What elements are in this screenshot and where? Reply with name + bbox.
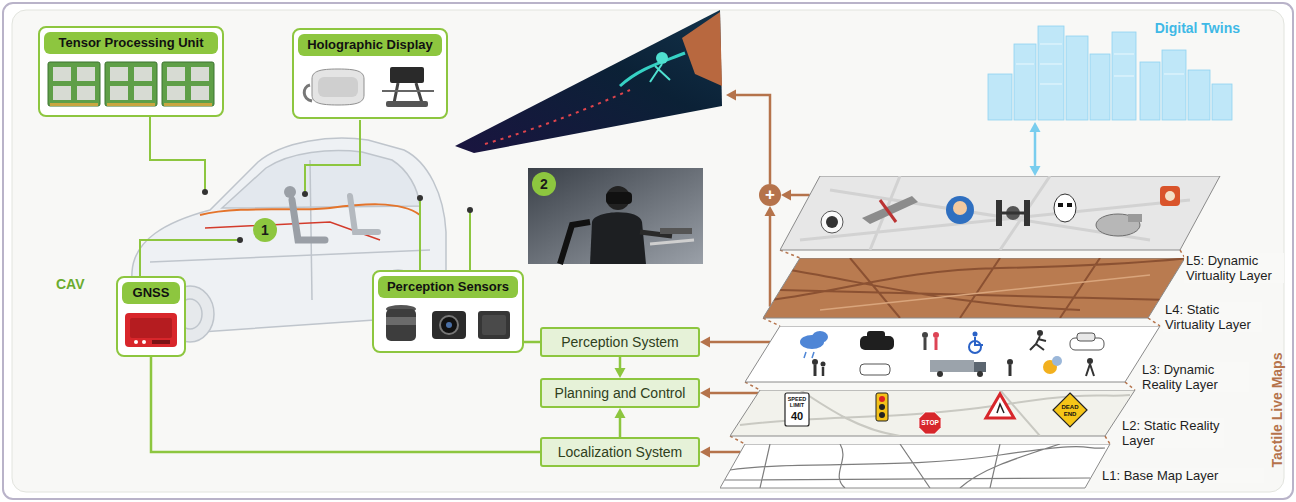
arrow-head xyxy=(700,388,710,399)
box-outline: Perception Sensors xyxy=(372,270,524,353)
process-box: Planning and Control xyxy=(540,378,700,408)
component-picture xyxy=(298,59,442,113)
leader-dots xyxy=(202,189,473,243)
map-layer: L1: Base Map Layer xyxy=(720,444,1266,502)
arrow-head xyxy=(726,90,736,101)
layer-links xyxy=(730,250,1185,444)
arrow-head xyxy=(700,337,710,348)
connector-line xyxy=(706,451,740,454)
arrow-head xyxy=(615,368,626,378)
digital-twin-node: Digital Twins xyxy=(968,14,1248,122)
component-picture xyxy=(378,301,518,347)
connector-line xyxy=(706,341,770,344)
connector-line xyxy=(1034,128,1037,170)
connector-line xyxy=(706,392,758,395)
box-outline: Holographic Display xyxy=(292,28,448,119)
box-heading: Holographic Display xyxy=(303,37,437,53)
arrow-head xyxy=(781,190,791,201)
map-layer: L3: Dynamic Reality Layer xyxy=(745,326,1251,396)
box-header: GNSS xyxy=(122,282,180,304)
sum-symbol: + xyxy=(759,184,781,206)
box-outline: Tensor Processing Unit xyxy=(38,26,224,117)
vr-photo xyxy=(528,168,703,264)
arrow-head xyxy=(765,206,776,216)
box-heading: Perception Sensors xyxy=(383,279,513,295)
box-header: Tensor Processing Unit xyxy=(44,32,218,54)
component-box: Holographic Display xyxy=(290,8,726,154)
component-box: GNSS xyxy=(116,276,186,357)
connector-line xyxy=(732,95,770,184)
process-label: Localization System xyxy=(552,444,689,461)
sign-text: STOP xyxy=(918,419,942,427)
layer-label: L5: Dynamic Virtuality Layer xyxy=(1184,253,1284,283)
component-box: Tensor Processing Unit xyxy=(38,26,224,117)
box-header: Perception Sensors xyxy=(378,276,518,298)
connector-line xyxy=(524,341,540,344)
process-box: Localization System xyxy=(540,437,700,467)
box-heading: Tensor Processing Unit xyxy=(49,35,213,51)
sign-text: DEAD END xyxy=(1058,404,1082,418)
node-heading: Digital Twins xyxy=(1155,20,1240,36)
connector xyxy=(700,447,740,458)
connector-line xyxy=(151,357,540,452)
outer-frame xyxy=(3,3,1293,499)
connector xyxy=(151,357,540,452)
arrow-head xyxy=(1030,122,1041,132)
box-header: Holographic Display xyxy=(298,34,442,56)
leader-lines xyxy=(140,110,470,282)
connector xyxy=(700,337,770,348)
layer-label: L4: Static Virtuality Layer xyxy=(1163,302,1262,332)
inner-panel xyxy=(12,10,1284,492)
group-label: CAV xyxy=(56,276,85,292)
connector xyxy=(700,388,758,399)
component-picture xyxy=(122,307,180,351)
process-label: Planning and Control xyxy=(549,385,692,402)
arrow-head xyxy=(1030,166,1041,176)
component-picture xyxy=(44,57,218,111)
connector xyxy=(726,90,770,185)
box-outline: GNSS xyxy=(116,276,186,357)
box-heading: GNSS xyxy=(127,285,175,301)
connector xyxy=(1030,122,1041,176)
component-box: Perception Sensors xyxy=(372,270,524,353)
process-label: Perception System xyxy=(555,334,685,351)
callout-number: 2 xyxy=(532,172,556,196)
layer-label: L1: Base Map Layer xyxy=(1100,468,1264,483)
connector xyxy=(615,357,626,378)
process-box: Perception System xyxy=(540,327,700,357)
connector xyxy=(781,190,810,201)
sign-text: SPEED LIMIT xyxy=(786,396,808,408)
connector xyxy=(615,408,626,437)
layer-label: L2: Static Reality Layer xyxy=(1120,418,1224,448)
vertical-label: Tactile Live Maps xyxy=(1269,353,1285,468)
callout-number: 1 xyxy=(253,218,277,242)
connector xyxy=(524,342,540,343)
sum-junction: + xyxy=(759,184,781,206)
arrow-head xyxy=(615,408,626,418)
connector xyxy=(765,206,776,307)
sign-text: 40 xyxy=(786,410,808,422)
connector-line xyxy=(769,212,772,307)
layer-label: L3: Dynamic Reality Layer xyxy=(1140,362,1249,392)
arrow-head xyxy=(700,447,710,458)
